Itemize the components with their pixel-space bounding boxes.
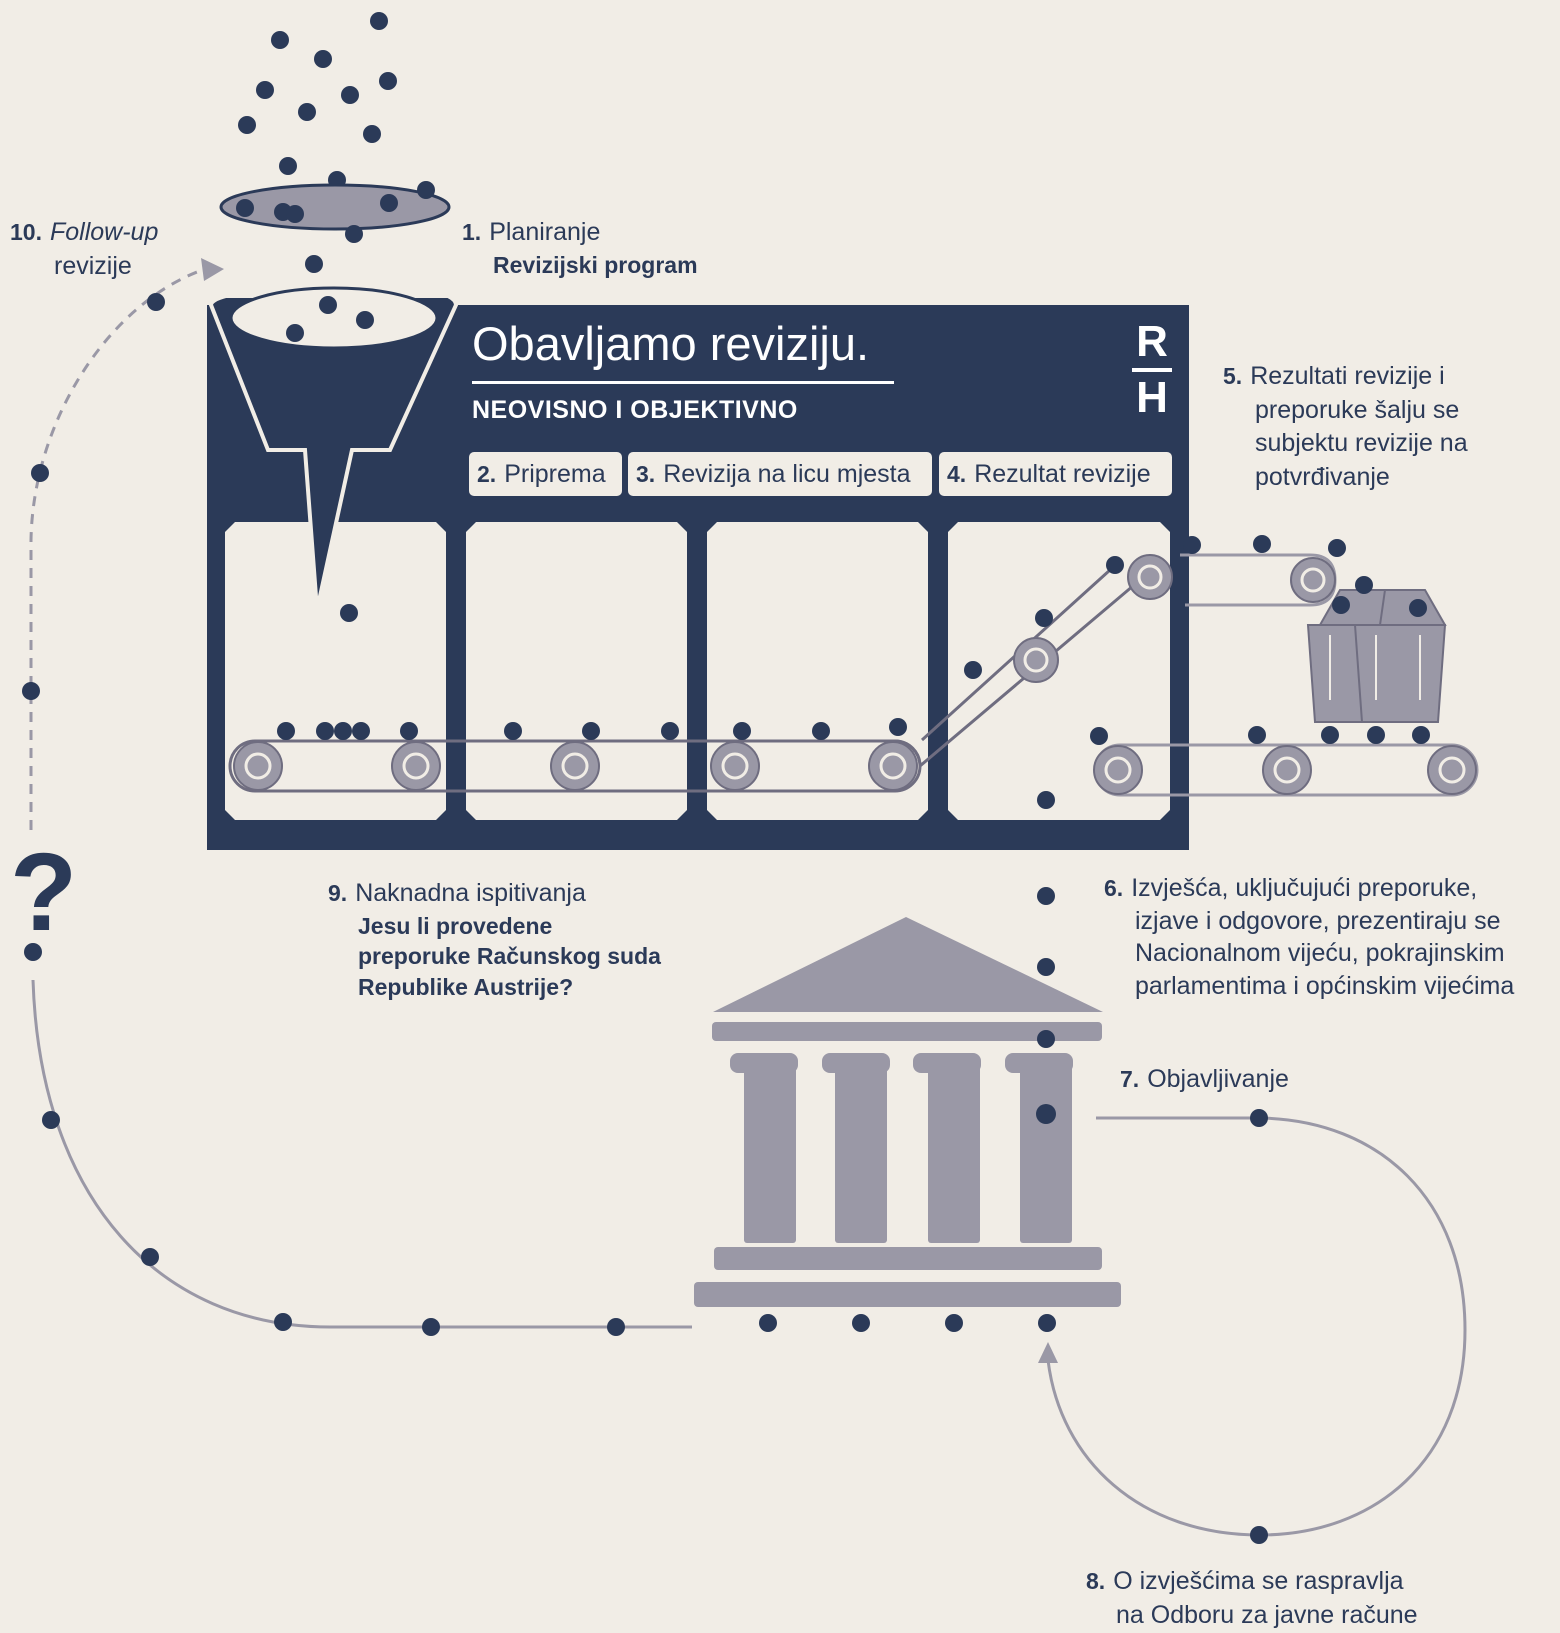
step-number: 6.	[1104, 875, 1124, 901]
falling-particles	[238, 12, 397, 189]
tab-number: 3.	[636, 461, 656, 487]
tab-number: 2.	[477, 461, 497, 487]
step-6-label: 6. Izvješća, uključujući preporuke, izjav…	[1104, 872, 1514, 1002]
return-path	[31, 979, 692, 1329]
step-1-label: 1. Planiranje Revizijski program	[462, 216, 698, 280]
step-title: Planiranje	[489, 218, 601, 246]
logo-letter-bottom: H	[1136, 373, 1168, 422]
parliament-icon	[694, 917, 1121, 1307]
step-9-label: 9. Naknadna ispitivanja Jesu li provedene…	[328, 877, 661, 1003]
publication-loop	[1046, 1116, 1467, 1537]
rh-logo: R H	[1130, 318, 1174, 422]
logo-divider	[1132, 368, 1172, 372]
gears	[233, 554, 1173, 791]
step-subtitle: Revizijski program	[493, 251, 698, 278]
step-number: 7.	[1120, 1066, 1140, 1092]
tab-label: Rezultat revizije	[974, 460, 1151, 488]
logo-letter-top: R	[1136, 317, 1168, 366]
step-subtitle: preporuke Računskog suda	[358, 943, 661, 970]
step-text-line: Nacionalnom vijeću, pokrajinskim	[1135, 939, 1505, 967]
step-number: 5.	[1223, 363, 1243, 389]
tab-number: 4.	[947, 461, 967, 487]
step-text-line: parlamentima i općinskim vijećima	[1135, 971, 1515, 1000]
step-text-line: na Odboru za javne račune	[1116, 1600, 1418, 1629]
step-text-line: Izvješća, uključujući preporuke,	[1131, 874, 1478, 902]
step-5-label: 5. Rezultati revizije i preporuke šalju s…	[1223, 360, 1468, 494]
page-subtitle: NEOVISNO I OBJEKTIVNO	[472, 396, 798, 424]
page-title: Obavljamo reviziju.	[472, 317, 870, 370]
step-text-line: izjave i odgovore, prezentiraju se	[1135, 906, 1501, 935]
question-mark-icon: ?	[10, 831, 78, 954]
step-text-line: preporuke šalju se	[1255, 395, 1460, 424]
tab-rezultat-revizije: 4. Rezultat revizije	[939, 452, 1172, 496]
follow-up-path	[29, 266, 209, 830]
step-number: 8.	[1086, 1568, 1106, 1594]
title-underline	[472, 381, 894, 384]
belt-particles	[277, 556, 1124, 809]
step-text-line: subjektu revizije na	[1255, 429, 1468, 457]
step-number: 9.	[328, 880, 348, 906]
step-text-line: revizije	[54, 251, 132, 280]
step-7-label: 7. Objavljivanje	[1120, 1063, 1289, 1097]
tab-label: Priprema	[504, 460, 606, 488]
tab-label: Revizija na licu mjesta	[663, 460, 911, 488]
step-title: Objavljivanje	[1147, 1065, 1289, 1093]
step-text-line: Rezultati revizije i	[1250, 362, 1445, 390]
step-8-label: 8. O izvješćima se raspravlja na Odboru z…	[1086, 1565, 1418, 1632]
step-title: Naknadna ispitivanja	[355, 879, 586, 907]
step-subtitle: Republike Austrije?	[358, 974, 574, 1001]
step-text-line: O izvješćima se raspravlja	[1113, 1567, 1404, 1595]
step-subtitle: Jesu li provedene	[358, 912, 553, 939]
step-number: 10.	[10, 219, 42, 245]
step-title: Follow-up	[49, 218, 159, 246]
funnel	[208, 286, 459, 611]
step-10-label: 10. Follow-up revizije	[10, 216, 158, 283]
disc	[219, 183, 451, 231]
tab-priprema: 2. Priprema	[469, 452, 622, 496]
tab-revizija-na-licu-mjesta: 3. Revizija na licu mjesta	[628, 452, 932, 496]
step-text-line: potvrđivanje	[1255, 462, 1390, 491]
step-number: 1.	[462, 219, 482, 245]
